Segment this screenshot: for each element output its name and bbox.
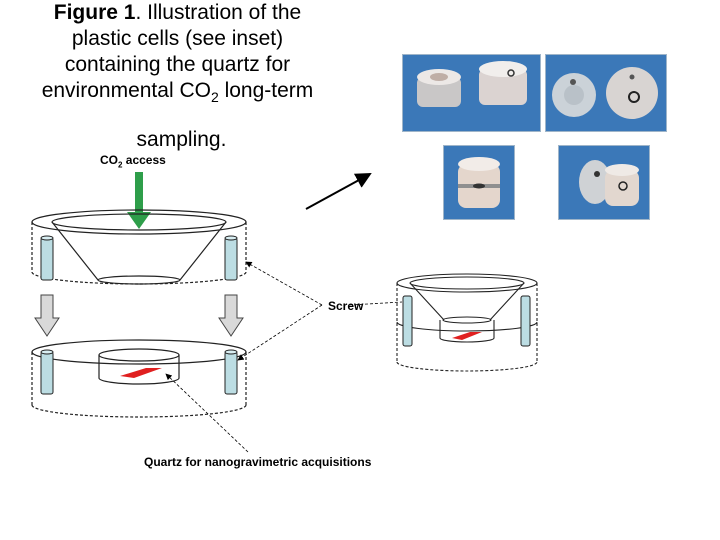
photo-cells-angled (558, 145, 650, 220)
screw-pointer-lines (237, 261, 403, 361)
photo-cell-assembled-front (443, 145, 515, 220)
co2-access-label-post: access (122, 153, 166, 167)
co2-access-label: CO2 access (100, 153, 166, 169)
photo-two-cells-side-image (403, 55, 540, 131)
photo-cell-assembled-front-image (444, 146, 514, 219)
quartz-crystal (120, 368, 162, 378)
figure-caption: Figure 1. Illustration of the plastic ce… (0, 0, 355, 153)
inset-pointer-arrow (305, 173, 372, 210)
caption-line4-sub: 2 (210, 89, 219, 106)
lower-cell-part (31, 339, 247, 418)
photo-cells-angled-image (559, 146, 649, 219)
caption-line5: sampling. (136, 128, 227, 152)
photo-two-cells-top-image (546, 55, 666, 131)
quartz-pointer-line (165, 373, 249, 453)
quartz-label: Quartz for nanogravimetric acquisitions (144, 455, 372, 469)
co2-access-label-sub: 2 (118, 160, 123, 170)
caption-label: Figure 1 (53, 1, 136, 24)
photo-two-cells-top (545, 54, 667, 132)
upper-screws (40, 235, 238, 281)
co2-access-arrow (127, 172, 151, 229)
lower-screws (40, 349, 238, 395)
screw-label: Screw (328, 299, 364, 313)
caption-line4-pre: environmental CO (41, 79, 211, 102)
caption-line3: containing the quartz for (64, 53, 291, 76)
caption-line2: plastic cells (see inset) (71, 27, 284, 50)
assembly-arrows (34, 294, 244, 337)
co2-access-label-pre: CO (100, 153, 118, 167)
upper-cell-part (31, 209, 247, 285)
assembled-cell (396, 273, 538, 372)
caption-line1: . Illustration of the (135, 1, 302, 24)
assembled-screws (402, 295, 531, 347)
caption-line4-post: long-term (218, 79, 314, 102)
assembled-quartz (452, 332, 482, 340)
photo-two-cells-side (402, 54, 541, 132)
